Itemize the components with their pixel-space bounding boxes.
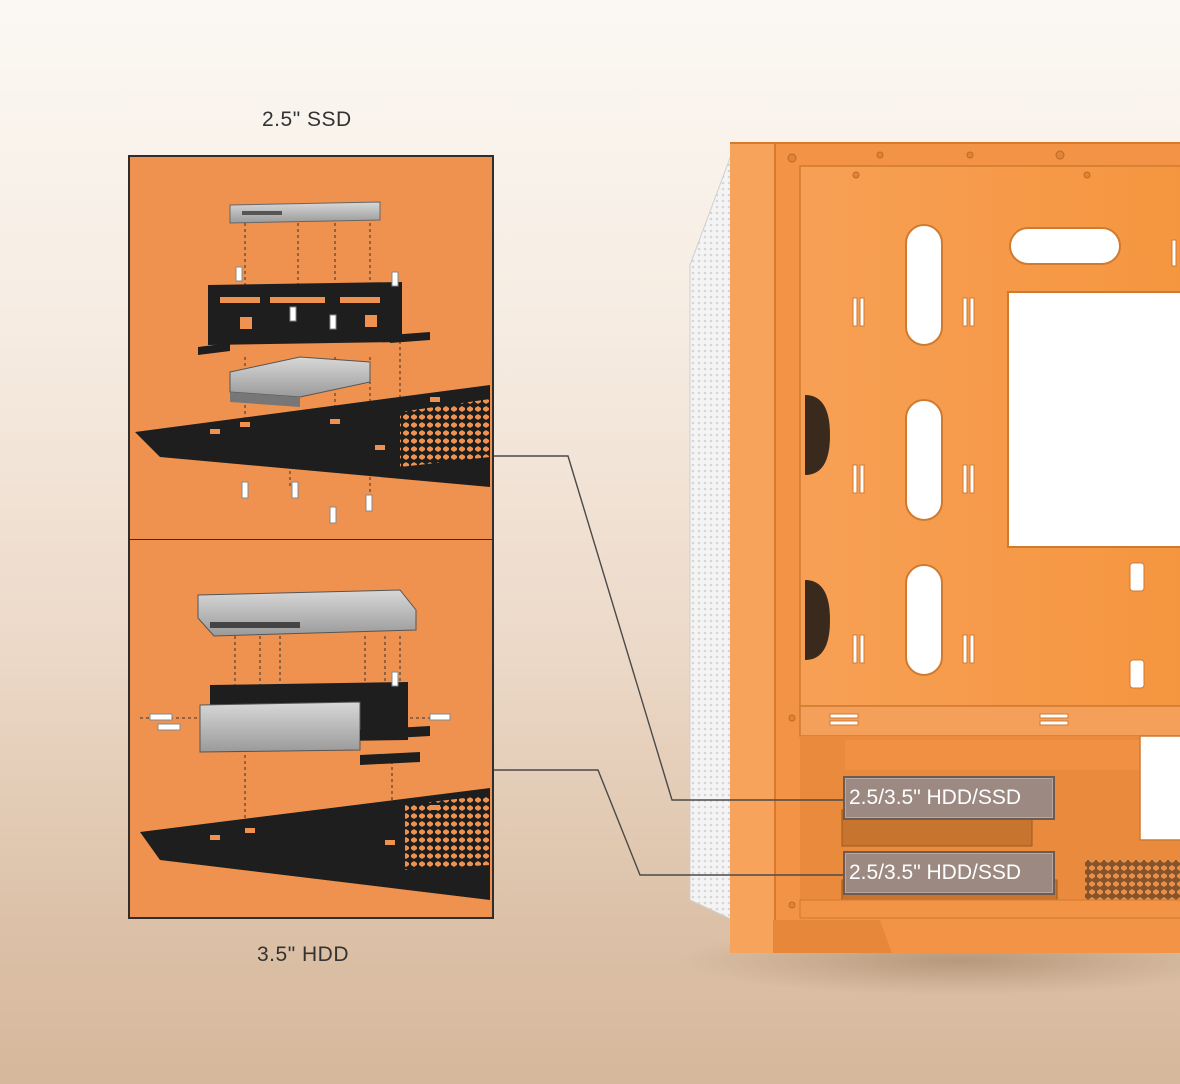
hdd-caption: 3.5" HDD [257,943,349,966]
ssd-bracket [198,282,430,355]
ssd-base-tray [135,385,490,487]
psu-shroud-rail [799,705,1180,737]
ssd-exploded-diagram [135,201,490,524]
hdd-mount-panel [128,539,494,919]
ssd-mount-panel [128,155,494,540]
pc-case [689,142,1180,953]
drive-bay-label-top: 2.5/3.5" HDD/SSD [843,776,1055,820]
case-foot [773,920,892,953]
callout-line-top [494,455,843,801]
hdd-bracket [199,682,430,765]
case-front-edge [730,143,775,953]
drive-bay-label-bottom: 2.5/3.5" HDD/SSD [843,851,1055,895]
cable-hole-top [1009,227,1121,265]
hdd-drive-top [197,589,417,637]
ssd-drive-top [229,201,381,224]
cable-hole-1 [905,224,943,346]
cable-hole-3 [905,564,943,676]
callout-line-bottom [494,769,843,876]
ssd-caption: 2.5" SSD [262,108,352,131]
hdd-base-tray [140,788,490,900]
callout-lines [494,455,843,876]
cable-hole-2 [905,399,943,521]
ssd-drive-middle [229,356,371,407]
hdd-exploded-diagram [140,589,490,900]
front-mesh-panel [689,149,734,921]
cpu-cutout [1007,291,1180,548]
